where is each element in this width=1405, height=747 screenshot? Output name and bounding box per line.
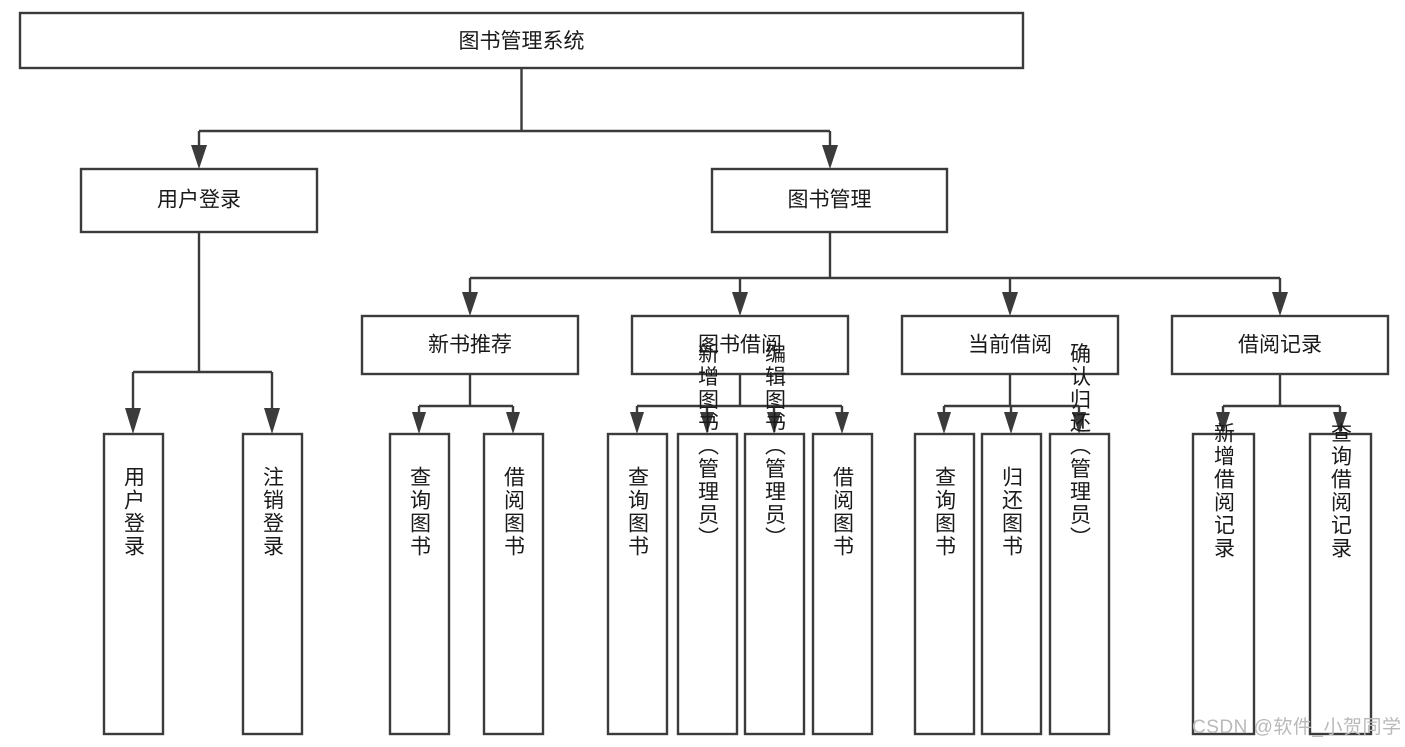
connector-group-new-book: [412, 374, 520, 434]
node-user-login[interactable]: 用户登录: [79, 167, 319, 234]
node-leaf-query-book-rec[interactable]: 查询图书: [388, 432, 451, 736]
node-label-leaf-add-book-admin: 新增图书（管理员）: [696, 343, 720, 550]
arrow-head-icon: [1072, 412, 1086, 434]
connector-group-borrow-record: [1216, 374, 1347, 434]
node-box[interactable]: [1170, 314, 1390, 376]
arrow-head-icon: [125, 408, 141, 434]
node-box[interactable]: [710, 167, 949, 234]
node-label-leaf-logout: 注销登录: [261, 466, 285, 558]
arrow-head-icon: [630, 412, 644, 434]
node-leaf-add-book-admin[interactable]: 新增图书（管理员）: [676, 343, 739, 736]
node-label-leaf-user-login: 用户登录: [122, 466, 146, 558]
arrow-head-icon: [264, 408, 280, 434]
node-leaf-query-book-current[interactable]: 查询图书: [913, 432, 976, 736]
node-label-leaf-query-borrow-record: 查询借阅记录: [1329, 422, 1353, 560]
arrow-head-icon: [462, 292, 478, 316]
connector-group-book-borrow: [630, 374, 849, 434]
node-box[interactable]: [1048, 432, 1111, 736]
node-label-book-borrow: 图书借阅: [698, 334, 782, 357]
node-leaf-confirm-return-admin[interactable]: 确认归还（管理员）: [1048, 343, 1111, 736]
node-book-management[interactable]: 图书管理: [710, 167, 949, 234]
node-box[interactable]: [606, 432, 669, 736]
node-leaf-edit-book-admin[interactable]: 编辑图书（管理员）: [743, 343, 806, 736]
node-label-new-book-recommend: 新书推荐: [428, 334, 512, 357]
node-label-leaf-confirm-return-admin: 确认归还（管理员）: [1068, 343, 1092, 550]
node-leaf-borrow-book-borrow[interactable]: 借阅图书: [811, 432, 874, 736]
node-label-root: 图书管理系统: [459, 30, 585, 53]
node-label-leaf-query-book-rec: 查询图书: [408, 466, 432, 558]
node-leaf-query-book-borrow[interactable]: 查询图书: [606, 432, 669, 736]
node-box[interactable]: [79, 167, 319, 234]
node-box[interactable]: [360, 314, 580, 376]
node-box[interactable]: [482, 432, 545, 736]
node-box[interactable]: [743, 432, 806, 736]
node-leaf-user-login[interactable]: 用户登录: [102, 432, 165, 736]
node-leaf-logout[interactable]: 注销登录: [241, 432, 304, 736]
arrow-head-icon: [1333, 412, 1347, 434]
node-label-current-borrow: 当前借阅: [968, 334, 1052, 357]
connector-group-user-login: [125, 232, 280, 434]
connector-group-book-mgmt: [462, 232, 1288, 316]
arrow-head-icon: [412, 412, 426, 434]
arrow-head-icon: [767, 412, 781, 434]
node-box[interactable]: [900, 314, 1120, 376]
arrow-head-icon: [191, 145, 207, 169]
node-box[interactable]: [102, 432, 165, 736]
node-label-leaf-query-book-borrow: 查询图书: [626, 466, 650, 558]
node-label-borrow-record: 借阅记录: [1238, 334, 1322, 357]
node-label-leaf-borrow-book-borrow: 借阅图书: [831, 466, 855, 558]
node-label-leaf-edit-book-admin: 编辑图书（管理员）: [763, 343, 787, 550]
connector-group-current-borrow: [937, 374, 1086, 434]
node-box[interactable]: [388, 432, 451, 736]
node-box[interactable]: [1308, 432, 1373, 736]
node-root-system[interactable]: 图书管理系统: [18, 11, 1025, 70]
arrow-head-icon: [1272, 292, 1288, 316]
node-label-user-login: 用户登录: [157, 189, 241, 212]
node-box[interactable]: [980, 432, 1043, 736]
node-label-book-management: 图书管理: [788, 189, 872, 212]
connector-group-root: [191, 68, 838, 169]
arrow-head-icon: [1216, 412, 1230, 434]
node-box[interactable]: [18, 11, 1025, 70]
node-label-leaf-borrow-book-rec: 借阅图书: [502, 466, 526, 558]
node-box[interactable]: [811, 432, 874, 736]
node-label-leaf-return-book: 归还图书: [1000, 466, 1024, 558]
arrow-head-icon: [1004, 412, 1018, 434]
arrow-head-icon: [700, 412, 714, 434]
node-current-borrow[interactable]: 当前借阅: [900, 314, 1120, 376]
node-leaf-return-book[interactable]: 归还图书: [980, 432, 1043, 736]
arrow-head-icon: [1002, 292, 1018, 316]
node-leaf-add-borrow-record[interactable]: 新增借阅记录: [1191, 422, 1256, 736]
node-book-borrow[interactable]: 图书借阅: [630, 314, 850, 376]
arrow-head-icon: [822, 145, 838, 169]
node-new-book-recommend[interactable]: 新书推荐: [360, 314, 580, 376]
node-box[interactable]: [630, 314, 850, 376]
arrow-head-icon: [937, 412, 951, 434]
node-box[interactable]: [676, 432, 739, 736]
arrow-head-icon: [732, 292, 748, 316]
node-leaf-borrow-book-rec[interactable]: 借阅图书: [482, 432, 545, 736]
node-box[interactable]: [1191, 432, 1256, 736]
node-label-leaf-query-book-current: 查询图书: [933, 466, 957, 558]
arrow-head-icon: [835, 412, 849, 434]
node-leaf-query-borrow-record[interactable]: 查询借阅记录: [1308, 422, 1373, 736]
node-borrow-record[interactable]: 借阅记录: [1170, 314, 1390, 376]
arrow-head-icon: [506, 412, 520, 434]
node-box[interactable]: [913, 432, 976, 736]
node-box[interactable]: [241, 432, 304, 736]
node-label-leaf-add-borrow-record: 新增借阅记录: [1212, 422, 1236, 560]
